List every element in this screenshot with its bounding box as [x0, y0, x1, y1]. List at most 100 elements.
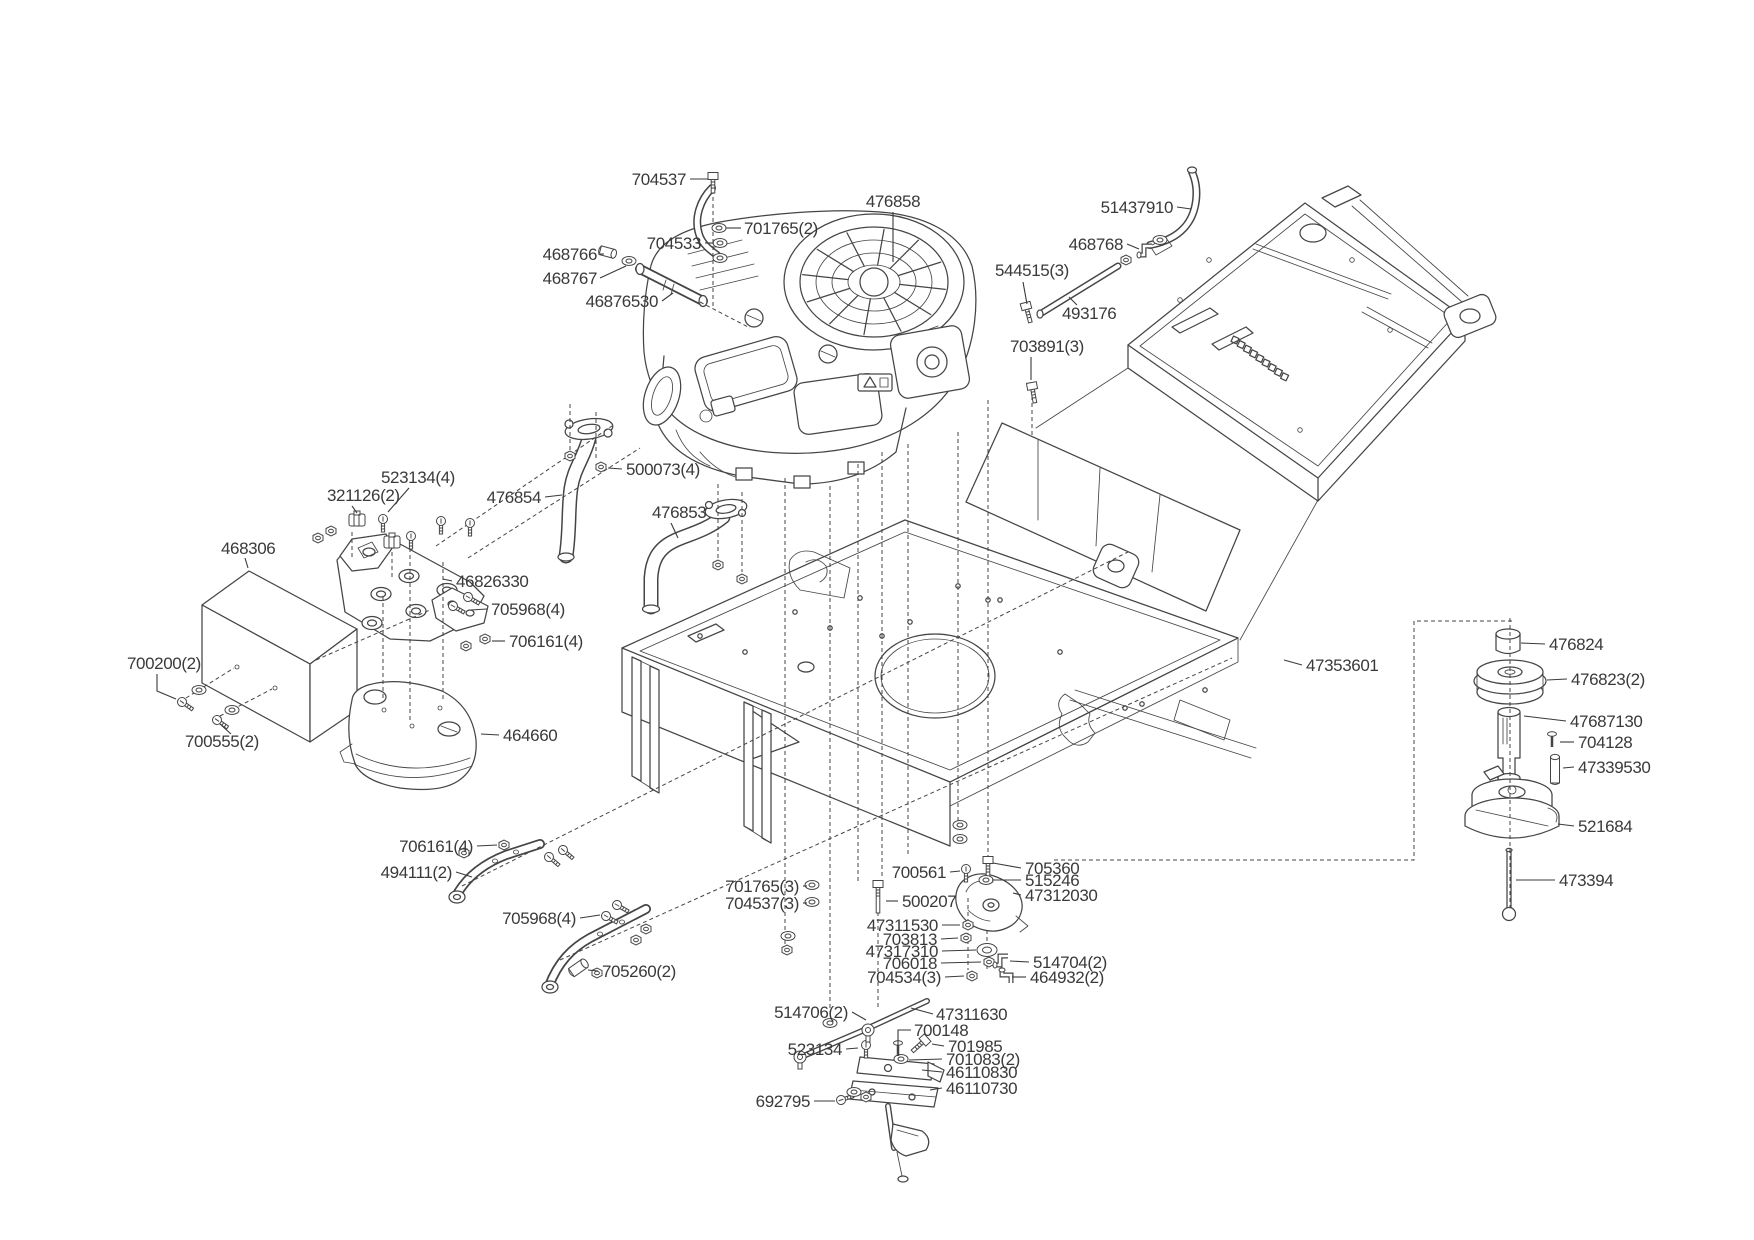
part-callout-7059684: 705968(4)	[470, 600, 565, 619]
fastener-nut	[564, 450, 576, 462]
leader-line	[442, 578, 453, 582]
leader-line	[587, 969, 599, 972]
muffler-464660	[339, 681, 477, 791]
fastener-washer	[711, 223, 727, 233]
fastener-bolt	[982, 856, 994, 878]
leader-line	[1009, 960, 1030, 963]
part-callout-7002002: 700200(2)	[127, 654, 201, 700]
part-number: 705260(2)	[602, 962, 676, 981]
fastener-screw	[465, 518, 475, 537]
fastener-washer	[224, 705, 240, 715]
part-number: 700148	[914, 1021, 968, 1040]
fastener-nut	[325, 525, 337, 537]
fastener-nut	[736, 573, 748, 585]
fastener-elbow	[992, 953, 1008, 969]
chassis-frame	[621, 185, 1497, 847]
clutch-shaft-47687130	[1497, 706, 1521, 778]
fastener-screw	[836, 1093, 855, 1105]
part-number: 544515(3)	[995, 261, 1069, 280]
part-callout-47311530: 47311530	[867, 916, 960, 935]
part-callout-476853: 476853	[652, 503, 707, 539]
part-number: 704128	[1578, 733, 1632, 752]
leader-line	[244, 557, 249, 569]
fastener-nut	[860, 1091, 872, 1103]
fastener-screw	[558, 845, 575, 861]
leader-line	[476, 844, 498, 847]
part-number: 704537(3)	[725, 894, 799, 913]
heat-shield-468306	[201, 570, 358, 743]
part-callout-468306: 468306	[221, 539, 276, 569]
fastener-nut	[312, 532, 324, 544]
part-number: 47339530	[1578, 758, 1650, 777]
fan-screen	[783, 213, 965, 351]
part-callout-521684: 521684	[1557, 817, 1633, 836]
part-callout-46876530: 46876530	[586, 292, 674, 311]
leader-line	[1126, 243, 1140, 250]
part-callout-7045343: 704534(3)	[867, 968, 965, 987]
part-number: 468768	[1069, 235, 1123, 254]
part-number: 468767	[543, 269, 597, 288]
part-number: 476854	[487, 488, 541, 507]
part-number: 706161(4)	[509, 632, 583, 651]
leader-line	[845, 1047, 859, 1050]
part-number: 700561	[892, 863, 946, 882]
part-callout-5147042: 514704(2)	[1009, 953, 1107, 972]
part-number: 705968(4)	[502, 909, 576, 928]
spacer-476824	[1495, 628, 1521, 655]
fastener-ball	[861, 1023, 875, 1043]
part-number: 321126(2)	[327, 486, 400, 505]
leader-line	[1562, 766, 1575, 769]
part-callout-51437910: 51437910	[1101, 198, 1192, 217]
part-callout-476824: 476824	[1520, 635, 1604, 654]
fastener-washer	[712, 253, 728, 263]
part-callout-47353601: 47353601	[1283, 656, 1379, 675]
fuel-tube-46876530	[635, 262, 708, 308]
fastener-nut	[983, 956, 995, 968]
leader-line	[455, 871, 473, 878]
leader-line	[661, 292, 674, 302]
part-number: 700200(2)	[127, 654, 201, 673]
part-number: 46876530	[586, 292, 658, 311]
part-callout-5147062: 514706(2)	[774, 1003, 867, 1022]
part-number: 692795	[756, 1092, 810, 1111]
leader-line	[949, 870, 961, 873]
leader-line	[579, 914, 601, 919]
fastener-bolt	[1019, 300, 1033, 324]
exhaust-pipe-476854	[557, 417, 614, 564]
part-callout-7061614: 706161(4)	[492, 632, 583, 651]
fastener-nut	[640, 923, 652, 935]
part-callout-7061614: 706161(4)	[399, 837, 498, 856]
part-number: 705968(4)	[491, 600, 565, 619]
fastener-washer	[780, 931, 796, 941]
part-callout-468768: 468768	[1069, 235, 1140, 254]
leader-line	[1520, 642, 1546, 645]
part-number: 705360	[1025, 859, 1079, 878]
fastener-washer	[1152, 235, 1168, 245]
fuel-hose-top	[693, 184, 721, 259]
fastener-screw	[448, 601, 466, 615]
part-callout-476854: 476854	[487, 488, 563, 507]
leader-line	[910, 1007, 934, 1015]
fastener-screw	[961, 864, 971, 883]
fastener-washer	[822, 1018, 838, 1028]
part-number: 703891(3)	[1010, 337, 1084, 356]
part-number: 500073(4)	[626, 460, 700, 479]
leader-line	[941, 949, 977, 952]
leader-line	[1557, 823, 1575, 827]
leader-line	[480, 733, 500, 736]
engine-assembly	[642, 210, 977, 489]
fastener-nut	[479, 633, 491, 645]
part-number: 704537	[632, 170, 686, 189]
fastener-cyl	[598, 245, 618, 259]
part-number: 701083(2)	[946, 1050, 1020, 1069]
part-callout-47311630: 47311630	[910, 1005, 1008, 1024]
leader-line	[599, 265, 627, 279]
part-number: 51437910	[1101, 198, 1173, 217]
part-number: 706161(4)	[399, 837, 473, 856]
leader-line	[921, 1069, 943, 1073]
fastener-ball	[793, 1050, 807, 1070]
part-number: 473394	[1559, 871, 1613, 890]
part-callout-46826330: 46826330	[442, 572, 529, 591]
leader-line	[908, 1058, 943, 1061]
part-callout-5000734: 500073(4)	[607, 460, 700, 479]
